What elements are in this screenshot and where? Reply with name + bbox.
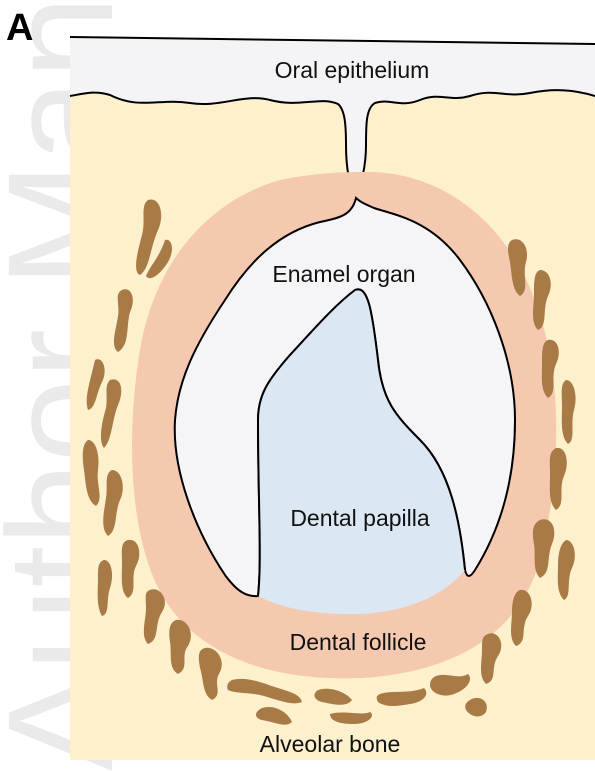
label-oral-epithelium: Oral epithelium [275, 57, 430, 83]
panel-label: A [6, 7, 33, 49]
label-alveolar-bone: Alveolar bone [260, 731, 401, 757]
label-enamel-organ: Enamel organ [272, 261, 415, 287]
label-dental-papilla: Dental papilla [290, 505, 430, 531]
label-dental-follicle: Dental follicle [290, 629, 427, 655]
